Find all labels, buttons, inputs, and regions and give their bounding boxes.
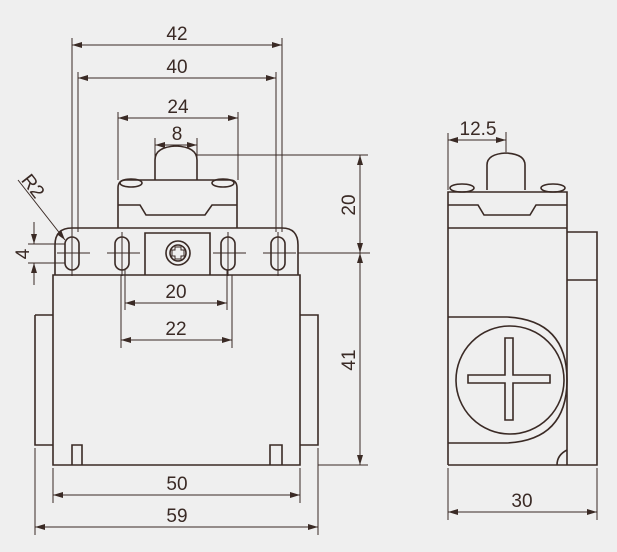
side-plunger <box>486 152 526 190</box>
cap-screw-right <box>211 178 235 188</box>
front-dimensions: 42 40 24 8 20 41 4 R2 20 22 50 59 <box>13 24 370 535</box>
dim-42: 42 <box>166 24 187 45</box>
dim-20-vertical: 20 <box>339 194 360 215</box>
side-view <box>447 152 598 466</box>
side-cover <box>448 316 568 444</box>
dim-30: 30 <box>511 491 532 512</box>
dim-59: 59 <box>166 506 187 527</box>
dim-8: 8 <box>172 124 183 145</box>
dim-24: 24 <box>167 97 189 118</box>
cover-circle <box>455 325 565 435</box>
dim-41: 41 <box>339 349 360 370</box>
side-cap <box>447 191 568 465</box>
cap <box>117 179 238 228</box>
side-dimensions: 12.5 30 <box>447 119 598 520</box>
front-view <box>34 145 319 466</box>
plunger <box>154 145 198 180</box>
screw-icon <box>165 240 191 266</box>
flange <box>54 227 299 275</box>
dim-20-horizontal: 20 <box>165 282 186 303</box>
dim-12-5: 12.5 <box>460 119 497 140</box>
body <box>34 274 319 466</box>
dim-22: 22 <box>165 319 186 340</box>
dim-40: 40 <box>166 57 187 78</box>
cross-icon <box>467 337 551 421</box>
dim-r2: R2 <box>17 171 49 203</box>
dim-50: 50 <box>166 474 187 495</box>
cap-screw-left <box>119 178 143 188</box>
mounting-slots <box>57 232 296 276</box>
dim-4: 4 <box>13 248 34 259</box>
side-bracket <box>448 231 598 466</box>
